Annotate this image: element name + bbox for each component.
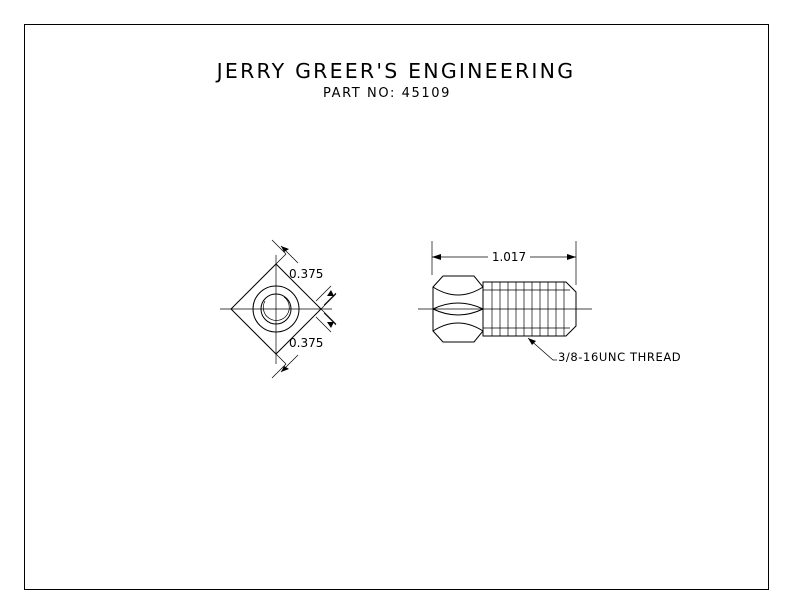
overall-length-dim: 1.017	[492, 250, 526, 264]
drawing-title: JERRY GREER'S ENGINEERING	[215, 59, 576, 83]
thread-callout-leader	[527, 337, 557, 361]
upper-dim-arrowhead	[281, 246, 289, 252]
end-view: 0.375 0.375	[220, 239, 337, 379]
end-view-dim-upper: 0.375	[289, 267, 323, 281]
hex-head-outline	[432, 275, 484, 343]
part-number: PART NO: 45109	[323, 86, 451, 101]
thread-arc	[262, 296, 290, 321]
lower-dim-extension-line	[315, 316, 332, 333]
hex-head-mid-flat	[432, 308, 484, 316]
sheet-border	[24, 24, 769, 590]
hex-head-flat-lower	[432, 322, 484, 332]
upper-dim-extension-line	[320, 293, 337, 310]
hex-head-flat-upper	[432, 286, 484, 296]
lower-dim-arrowhead	[327, 322, 334, 328]
end-view-dim-lower: 0.375	[289, 336, 323, 350]
lower-dim-extension-line	[271, 363, 287, 379]
lower-dim-extension-line	[320, 308, 337, 325]
upper-dim-line	[323, 292, 337, 306]
lower-dim-line	[323, 312, 337, 326]
inner-bore-circle	[260, 293, 292, 325]
upper-dim-arrowhead	[327, 290, 334, 296]
thread-callout: 3/8-16UNC THREAD	[558, 350, 681, 364]
upper-dim-extension-line	[271, 239, 287, 255]
outer-chamfer-circle	[252, 285, 300, 333]
thread-callout-arrowhead	[528, 338, 536, 345]
lower-dim-extension-line	[275, 353, 287, 365]
hex-head-mid-flat	[432, 302, 484, 310]
threaded-shank-outline	[482, 281, 577, 337]
length-arrowhead-right	[567, 254, 576, 260]
lower-dim-arrowhead	[281, 366, 289, 372]
upper-dim-extension-line	[275, 253, 287, 265]
side-view: 1.017 3/8-16UNC THREAD	[418, 241, 681, 364]
length-arrowhead-left	[432, 254, 441, 260]
upper-dim-extension-line	[315, 285, 332, 302]
